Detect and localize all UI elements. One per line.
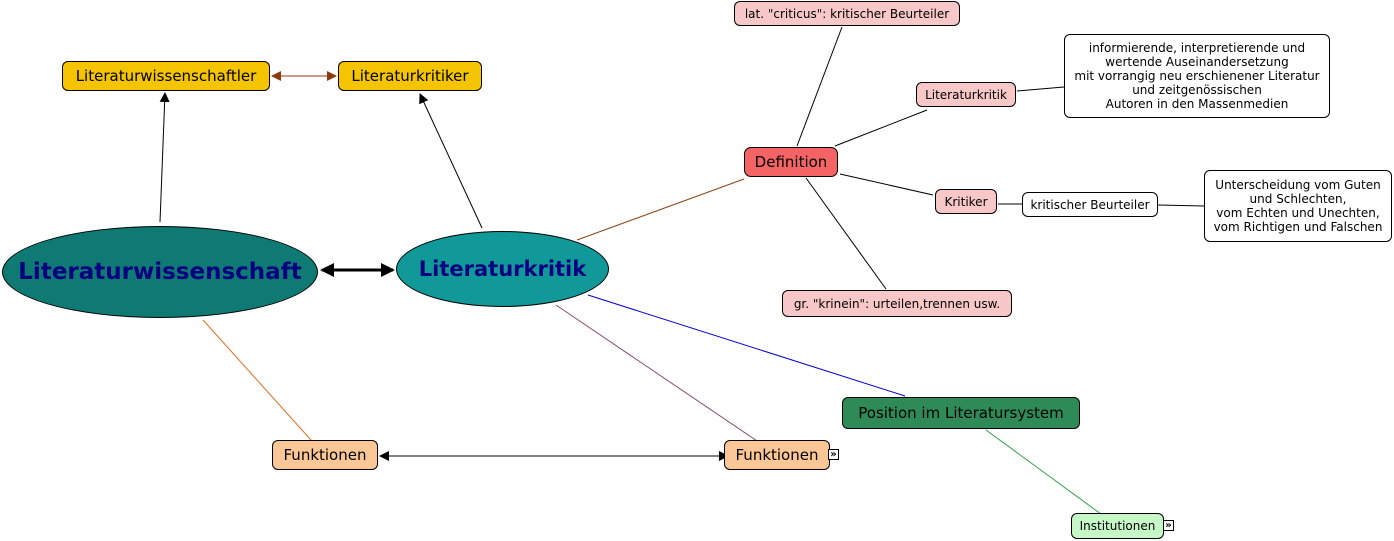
literaturkritik-desc-node[interactable]: informierende, interpretierende und wert… bbox=[1064, 34, 1330, 118]
link-lk-position bbox=[587, 294, 906, 397]
criticus-node[interactable]: lat. "criticus": kritischer Beurteiler bbox=[734, 1, 960, 26]
funktionen-right-node[interactable]: Funktionen bbox=[724, 440, 830, 470]
link-lw-to-lwler bbox=[159, 92, 170, 223]
literaturkritiker-label: Literaturkritiker bbox=[351, 67, 469, 85]
krinein-label: gr. "krinein": urteilen,trennen usw. bbox=[793, 296, 1001, 311]
funktionen-right-label: Funktionen bbox=[735, 446, 819, 464]
kritischer-beurteiler-node[interactable]: kritischer Beurteiler bbox=[1022, 192, 1158, 217]
unterscheidung-text: Unterscheidung vom Guten und Schlechten,… bbox=[1213, 178, 1383, 234]
link-beurteiler-unterscheidung bbox=[1157, 204, 1205, 207]
link-def-krinein bbox=[805, 177, 887, 290]
literaturkritik-desc-text: informierende, interpretierende und wert… bbox=[1074, 41, 1320, 111]
link-lk-to-lkritiker bbox=[419, 93, 483, 229]
kritischer-beurteiler-label: kritischer Beurteiler bbox=[1030, 197, 1150, 212]
unterscheidung-node[interactable]: Unterscheidung vom Guten und Schlechten,… bbox=[1204, 170, 1392, 242]
link-lkdef-desc bbox=[1016, 86, 1065, 92]
kritiker-node[interactable]: Kritiker bbox=[935, 189, 997, 214]
position-label: Position im Literatursystem bbox=[858, 404, 1064, 422]
definition-node[interactable]: Definition bbox=[744, 147, 838, 177]
link-def-criticus bbox=[796, 26, 843, 147]
link-def-kritiker bbox=[839, 173, 934, 196]
position-node[interactable]: Position im Literatursystem bbox=[842, 397, 1080, 429]
literaturwissenschaft-label: Literaturwissenschaft bbox=[18, 259, 302, 285]
link-lw-funktionen bbox=[202, 319, 312, 441]
link-lk-funktionen bbox=[555, 304, 764, 446]
definition-label: Definition bbox=[754, 153, 828, 171]
institutionen-node[interactable]: Institutionen bbox=[1071, 513, 1164, 539]
funktionen-left-node[interactable]: Funktionen bbox=[272, 440, 378, 470]
literaturkritik-def-node[interactable]: Literaturkritik bbox=[916, 82, 1016, 107]
literaturwissenschaft-node[interactable]: Literaturwissenschaft bbox=[2, 226, 318, 318]
literaturkritik-def-label: Literaturkritik bbox=[925, 87, 1007, 102]
krinein-node[interactable]: gr. "krinein": urteilen,trennen usw. bbox=[782, 290, 1012, 317]
institutionen-label: Institutionen bbox=[1079, 519, 1156, 533]
institutionen-expand-icon[interactable]: » bbox=[1163, 520, 1174, 531]
criticus-label: lat. "criticus": kritischer Beurteiler bbox=[744, 6, 950, 21]
literaturkritik-main-node[interactable]: Literaturkritik bbox=[396, 231, 609, 307]
link-position-institutionen bbox=[985, 429, 1106, 518]
link-lk-definition bbox=[576, 178, 745, 241]
literaturwissenschaftler-node[interactable]: Literaturwissenschaftler bbox=[62, 61, 270, 91]
literaturkritiker-node[interactable]: Literaturkritiker bbox=[338, 61, 482, 91]
link-def-lkdef bbox=[834, 109, 928, 147]
kritiker-label: Kritiker bbox=[944, 194, 988, 209]
literaturwissenschaftler-label: Literaturwissenschaftler bbox=[75, 67, 257, 85]
literaturkritik-main-label: Literaturkritik bbox=[418, 257, 587, 281]
funktionen-left-label: Funktionen bbox=[283, 446, 367, 464]
funktionen-expand-icon[interactable]: » bbox=[828, 449, 839, 460]
